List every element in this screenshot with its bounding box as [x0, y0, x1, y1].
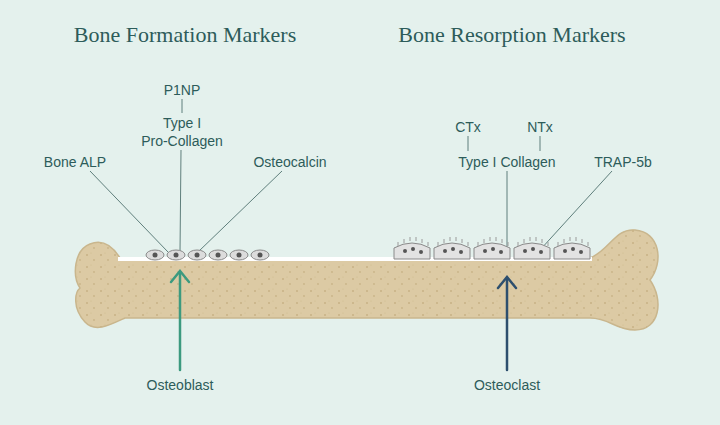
cell-projections [558, 237, 588, 246]
arrow-head [498, 277, 516, 288]
leader-line [540, 171, 612, 250]
cell-nucleus [216, 253, 221, 258]
cell-projections [438, 237, 468, 246]
bone-texture [75, 230, 658, 330]
marker-label: Type I Collagen [437, 153, 577, 171]
cell-nucleus [531, 247, 535, 251]
leader-line [90, 171, 168, 252]
osteoblast-cells [146, 250, 269, 260]
arrow-shaft [506, 278, 509, 370]
osteoblast-cell [230, 250, 248, 260]
cell-projections [398, 237, 428, 246]
marker-label: Bone ALP [30, 153, 120, 171]
osteoclast-cell [394, 243, 430, 259]
cell-nucleus [579, 250, 583, 254]
osteoclast-arrow [498, 277, 516, 370]
panel-heading: Bone Resorption Markers [372, 22, 652, 48]
cell-nucleus [411, 247, 415, 251]
cell-nucleus [443, 249, 447, 253]
cell-label: Osteoblast [125, 376, 235, 394]
cell-projections [478, 237, 508, 246]
osteoclast-cell [514, 243, 550, 259]
marker-label: NTx [515, 118, 565, 136]
cell-nucleus [451, 247, 455, 251]
osteoblast-arrow [171, 271, 189, 370]
osteoblast-cell [188, 250, 206, 260]
marker-label: TRAP-5b [578, 153, 668, 171]
cell-nucleus [459, 250, 463, 254]
osteoblast-cell [167, 250, 185, 260]
marker-label: CTx [443, 118, 493, 136]
osteoblast-cell [251, 250, 269, 260]
marker-label: Type I Pro-Collagen [136, 114, 228, 150]
cell-nucleus [491, 247, 495, 251]
cell-nucleus [237, 253, 242, 258]
ruffled-border [398, 237, 588, 246]
osteoclast-nuclei [403, 247, 583, 254]
cell-nucleus [153, 253, 158, 258]
osteoclast-cell [434, 243, 470, 259]
arrow-shaft [179, 272, 182, 370]
marker-label: P1NP [152, 81, 212, 99]
cell-nucleus [195, 253, 200, 258]
cell-projections [518, 237, 548, 246]
arrow-head [171, 271, 189, 282]
leader-line [507, 171, 508, 252]
leader-line [198, 171, 282, 252]
long-bone [75, 230, 658, 330]
leader-lines [90, 99, 612, 252]
cell-nucleus [539, 250, 543, 254]
cell-nucleus [419, 250, 423, 254]
cell-nucleus [563, 249, 567, 253]
osteoblast-cell [209, 250, 227, 260]
cell-nucleus [571, 247, 575, 251]
leader-line [468, 136, 469, 151]
leader-line [180, 150, 181, 252]
leader-line [182, 99, 183, 113]
osteoclast-cells [394, 243, 590, 259]
marker-label: Osteocalcin [240, 153, 340, 171]
cell-nucleus [403, 249, 407, 253]
cell-nucleus [499, 250, 503, 254]
panel-heading: Bone Formation Markers [50, 22, 320, 48]
cell-nucleus [258, 253, 263, 258]
leader-line [540, 136, 541, 151]
osteoclast-cell [554, 243, 590, 259]
osteoclast-cell [474, 243, 510, 259]
cell-nucleus [523, 249, 527, 253]
osteoblast-cell [146, 250, 164, 260]
cell-nucleus [174, 253, 179, 258]
cell-nucleus [483, 249, 487, 253]
cell-label: Osteoclast [452, 376, 562, 394]
